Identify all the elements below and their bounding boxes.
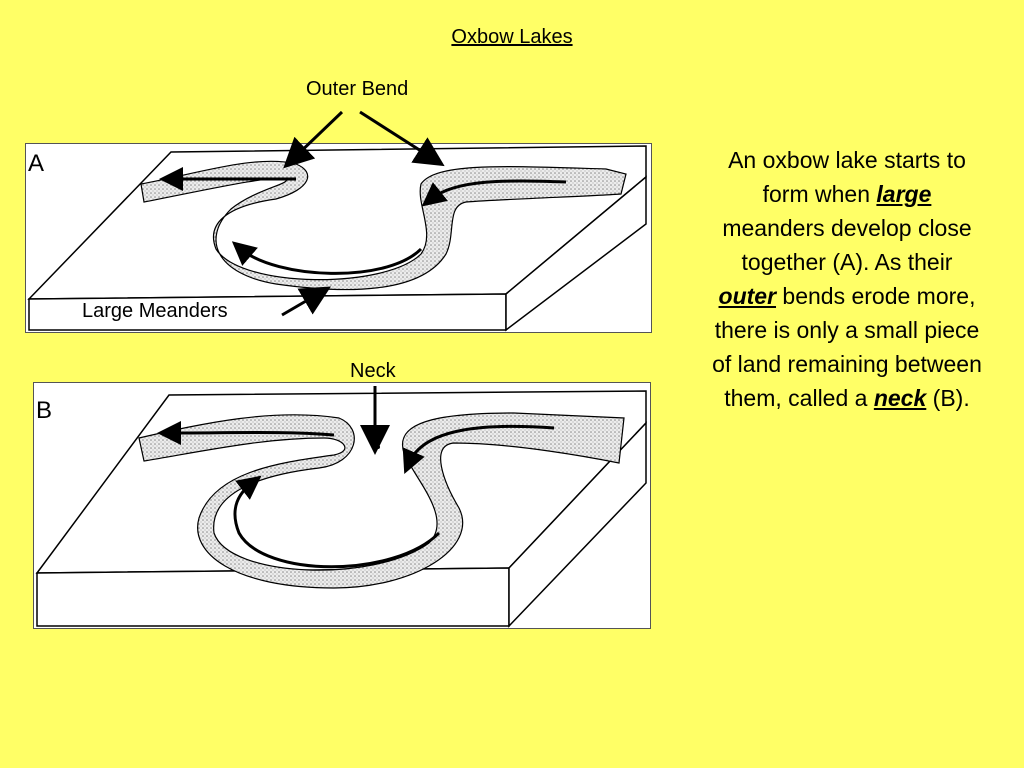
flow-arrow bbox=[157, 420, 335, 445]
block-side-face bbox=[508, 421, 647, 628]
keyword-neck: neck bbox=[873, 385, 927, 411]
outer-bend-label: Outer Bend bbox=[306, 78, 409, 100]
river-channel-b bbox=[138, 412, 625, 589]
block-diagram-a bbox=[27, 145, 647, 332]
flow-arrow bbox=[421, 179, 567, 207]
diagram-panel-a: A bbox=[25, 143, 652, 333]
panel-a-letter: A bbox=[28, 150, 45, 177]
diagram-panel-b: B bbox=[33, 382, 651, 629]
panel-b-letter: B bbox=[36, 397, 53, 424]
flow-arrow bbox=[231, 241, 423, 275]
flow-arrow bbox=[233, 475, 441, 569]
slide-title: Oxbow Lakes bbox=[451, 26, 573, 48]
keyword-outer: outer bbox=[718, 283, 777, 309]
block-diagram-b bbox=[35, 390, 647, 628]
neck-label: Neck bbox=[350, 360, 396, 382]
description-part-4: (B). bbox=[926, 385, 970, 411]
description-part-3: bends erode more, there is only a small … bbox=[712, 283, 982, 411]
description-part-1: An oxbow lake starts to form when bbox=[728, 147, 966, 207]
description-part-2: meanders develop close together (A). As … bbox=[722, 215, 972, 275]
neck-point bbox=[376, 445, 380, 449]
description-text: An oxbow lake starts to form when large … bbox=[712, 143, 982, 415]
block-side-face bbox=[505, 175, 647, 332]
river-channel-a bbox=[140, 160, 627, 291]
large-meanders-label: Large Meanders bbox=[82, 300, 228, 322]
flow-arrow bbox=[402, 424, 555, 475]
keyword-large: large bbox=[876, 181, 932, 207]
